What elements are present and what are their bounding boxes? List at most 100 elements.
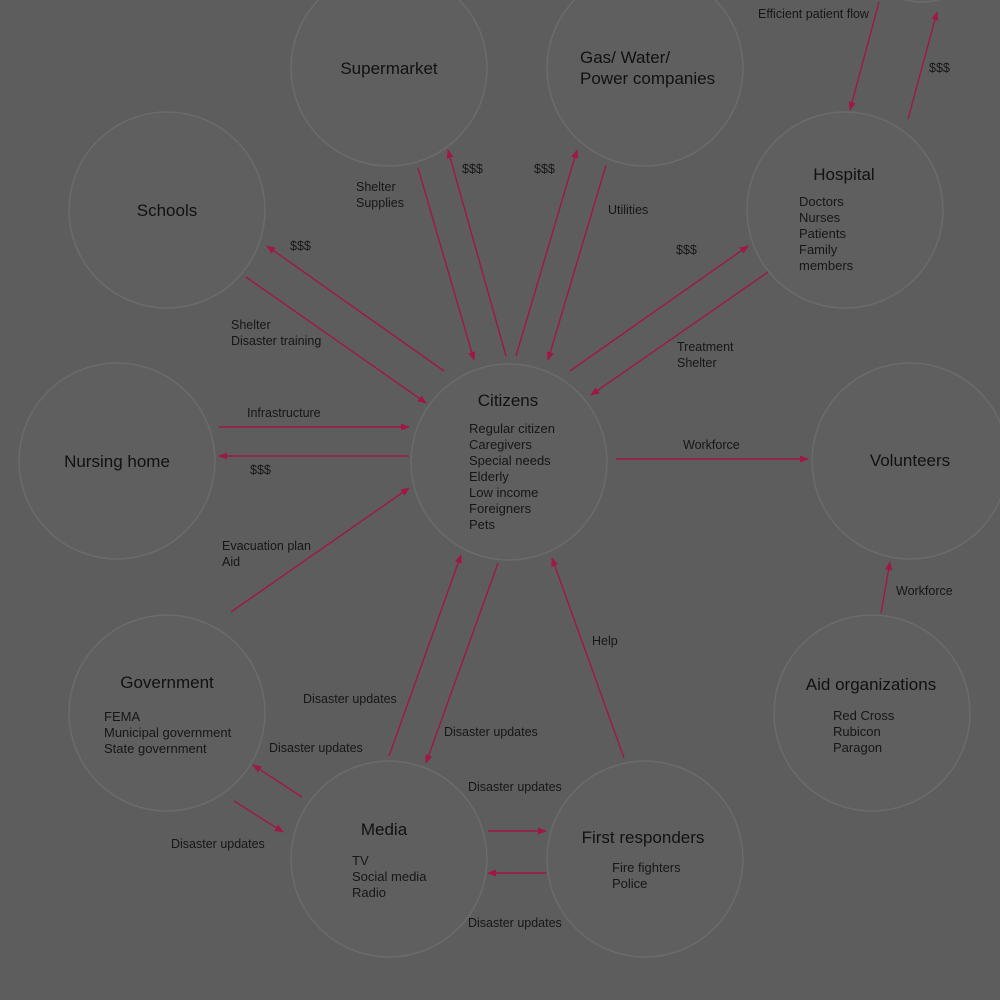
node-supermarket: Supermarket bbox=[290, 0, 488, 167]
arrow-line bbox=[266, 245, 445, 372]
node-title: Schools bbox=[137, 201, 197, 220]
node-nursing-home: Nursing home bbox=[18, 362, 216, 560]
node-item: Patients bbox=[799, 226, 846, 241]
node-item: Family bbox=[799, 242, 838, 257]
edge-label: Workforce bbox=[896, 584, 953, 598]
node-media: Media TV Social media Radio bbox=[290, 760, 488, 958]
node-title: Government bbox=[120, 673, 214, 692]
edge-schools-citizens: Shelter Disaster training bbox=[231, 276, 427, 404]
edge-citizens-utilities: $$$ bbox=[515, 149, 579, 357]
edge-citizens-media: Disaster updates bbox=[425, 562, 538, 764]
edge-label: Shelter Supplies bbox=[356, 180, 404, 210]
edge-top-hospital: $$$ bbox=[907, 11, 950, 120]
node-title: Gas/ Water/ Power companies bbox=[580, 48, 715, 88]
title-line: Gas/ Water/ bbox=[580, 48, 670, 67]
label-line: Shelter bbox=[231, 318, 271, 332]
edge-government-media: Disaster updates bbox=[171, 800, 284, 851]
edge-media-government: Disaster updates bbox=[252, 741, 363, 798]
edge-aid-volunteers: Workforce bbox=[880, 561, 953, 614]
label-line: Disaster training bbox=[231, 334, 321, 348]
edge-government-citizens: Evacuation plan Aid bbox=[222, 487, 410, 613]
offscreen-node bbox=[903, 0, 941, 3]
node-item: members bbox=[799, 258, 854, 273]
node-circle bbox=[68, 614, 266, 812]
arrow-line bbox=[880, 561, 893, 614]
node-item: TV bbox=[352, 853, 369, 868]
node-title: First responders bbox=[582, 828, 705, 847]
node-circle bbox=[546, 760, 744, 958]
edge-citizens-nursing: $$$ bbox=[218, 452, 409, 477]
edge-utilities-citizens: Utilities bbox=[546, 164, 648, 361]
edge-label: Infrastructure bbox=[247, 406, 321, 420]
node-title: Volunteers bbox=[870, 451, 950, 470]
edge-label: Shelter Disaster training bbox=[231, 318, 321, 348]
arrow-line bbox=[446, 149, 507, 357]
node-circle bbox=[546, 0, 744, 167]
edge-label: Workforce bbox=[683, 438, 740, 452]
node-utilities: Gas/ Water/ Power companies bbox=[546, 0, 744, 167]
label-line: Shelter bbox=[677, 356, 717, 370]
edge-hospital-citizens: Treatment Shelter bbox=[590, 271, 769, 396]
label-line: Evacuation plan bbox=[222, 539, 311, 553]
edge-label: Disaster updates bbox=[468, 916, 562, 930]
arrow-line bbox=[388, 554, 462, 757]
node-item: Radio bbox=[352, 885, 386, 900]
node-citizens: Citizens Regular citizen Caregivers Spec… bbox=[410, 363, 608, 561]
node-item: Low income bbox=[469, 485, 538, 500]
label-line: Aid bbox=[222, 555, 240, 569]
edge-responders-media: Disaster updates bbox=[468, 869, 562, 930]
edge-nursing-citizens: Infrastructure bbox=[219, 406, 410, 431]
node-item: Caregivers bbox=[469, 437, 532, 452]
edge-label: Disaster updates bbox=[269, 741, 363, 755]
node-title: Supermarket bbox=[340, 59, 438, 78]
node-items: Doctors Nurses Patients Family members bbox=[799, 194, 854, 273]
edge-label: $$$ bbox=[250, 463, 271, 477]
edge-supermarket-citizens: Shelter Supplies bbox=[356, 167, 476, 361]
arrow-line bbox=[590, 271, 769, 396]
node-circle bbox=[290, 760, 488, 958]
edge-label: $$$ bbox=[929, 61, 950, 75]
node-items: Regular citizen Caregivers Special needs… bbox=[469, 421, 555, 532]
edge-label: Utilities bbox=[608, 203, 648, 217]
arrow-line bbox=[233, 800, 284, 833]
edge-citizens-supermarket: $$$ bbox=[446, 149, 507, 357]
edge-citizens-volunteers: Workforce bbox=[616, 438, 809, 463]
node-item: FEMA bbox=[104, 709, 140, 724]
node-circle bbox=[68, 111, 266, 309]
edges: Shelter Supplies $$$ $$$ Utilities $$$ S… bbox=[171, 1, 953, 930]
node-item: Paragon bbox=[833, 740, 882, 755]
arrow-line bbox=[245, 276, 427, 404]
node-item: Municipal government bbox=[104, 725, 232, 740]
arrow-line bbox=[515, 149, 579, 357]
node-title: Hospital bbox=[813, 165, 874, 184]
node-items: FEMA Municipal government State governme… bbox=[104, 709, 232, 756]
node-item: Foreigners bbox=[469, 501, 532, 516]
node-circle bbox=[773, 614, 971, 812]
arrow-line bbox=[230, 487, 410, 613]
title-line: Power companies bbox=[580, 69, 715, 88]
node-items: Fire fighters Police bbox=[612, 860, 681, 891]
node-items: Red Cross Rubicon Paragon bbox=[833, 708, 895, 755]
label-line: Supplies bbox=[356, 196, 404, 210]
arrow-line bbox=[252, 764, 303, 798]
node-item: State government bbox=[104, 741, 207, 756]
node-item: Nurses bbox=[799, 210, 841, 225]
arrow-line bbox=[569, 245, 749, 372]
node-first-responders: First responders Fire fighters Police bbox=[546, 760, 744, 958]
edge-label: Disaster updates bbox=[171, 837, 265, 851]
node-item: Red Cross bbox=[833, 708, 895, 723]
node-government: Government FEMA Municipal government Sta… bbox=[68, 614, 266, 812]
node-circle bbox=[18, 362, 216, 560]
node-item: Regular citizen bbox=[469, 421, 555, 436]
node-title: Media bbox=[361, 820, 408, 839]
arrow-line bbox=[546, 164, 607, 361]
arrow-line bbox=[425, 562, 499, 764]
node-item: Doctors bbox=[799, 194, 844, 209]
arrow-line bbox=[551, 557, 625, 759]
node-title: Nursing home bbox=[64, 452, 170, 471]
arrow-line bbox=[417, 167, 476, 361]
node-item: Fire fighters bbox=[612, 860, 681, 875]
edge-media-citizens: Disaster updates bbox=[303, 554, 462, 757]
edge-label: Disaster updates bbox=[444, 725, 538, 739]
